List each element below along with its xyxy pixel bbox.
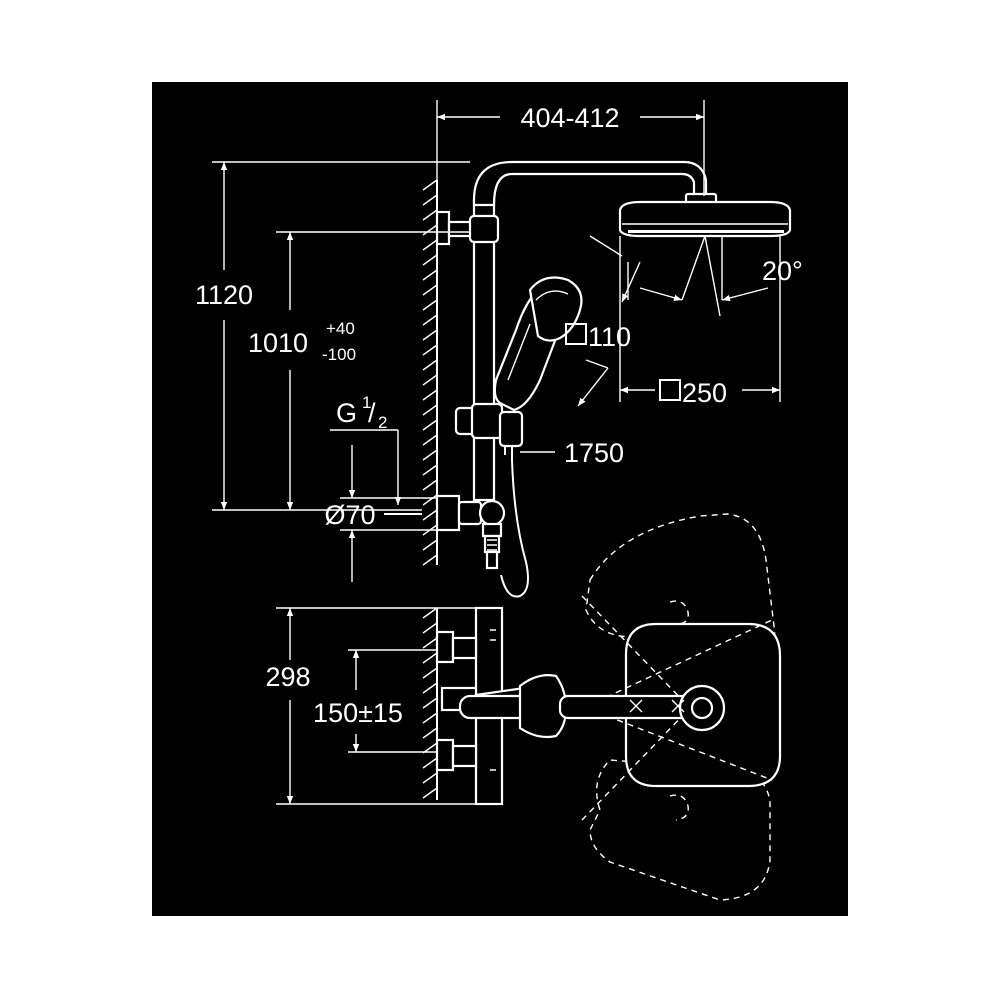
adjust-height-label: 1010 (248, 328, 308, 358)
thread-numerator: 1 (362, 393, 371, 412)
hose-length-label: 1750 (564, 438, 624, 468)
pipe-diameter-label: Ø70 (324, 500, 375, 530)
thermostat (435, 606, 568, 806)
thread-slash: / (368, 398, 376, 428)
thermostat-height-label: 298 (265, 662, 310, 692)
thermostat-dimension-lines (276, 607, 476, 805)
handshower-square-symbol (565, 323, 587, 345)
adjust-tolerance-plus: +40 (326, 319, 355, 338)
headshower-size-label: 250 (682, 378, 727, 408)
wall-hatching (422, 179, 438, 800)
thread-denominator: 2 (378, 413, 387, 432)
total-height-label: 1120 (195, 280, 253, 310)
top-view (558, 513, 782, 901)
headshower-square-symbol (659, 379, 681, 401)
head-shower (618, 192, 792, 238)
dimension-lines (212, 100, 781, 582)
handshower-size-label: 110 (588, 322, 631, 352)
top-width-label: 404-412 (520, 103, 619, 133)
adjust-tolerance-minus: -100 (322, 345, 356, 364)
spray-angle-label: 20° (762, 256, 803, 286)
inlet-spacing-label: 150±15 (313, 698, 403, 728)
thread-label: G (336, 398, 357, 428)
